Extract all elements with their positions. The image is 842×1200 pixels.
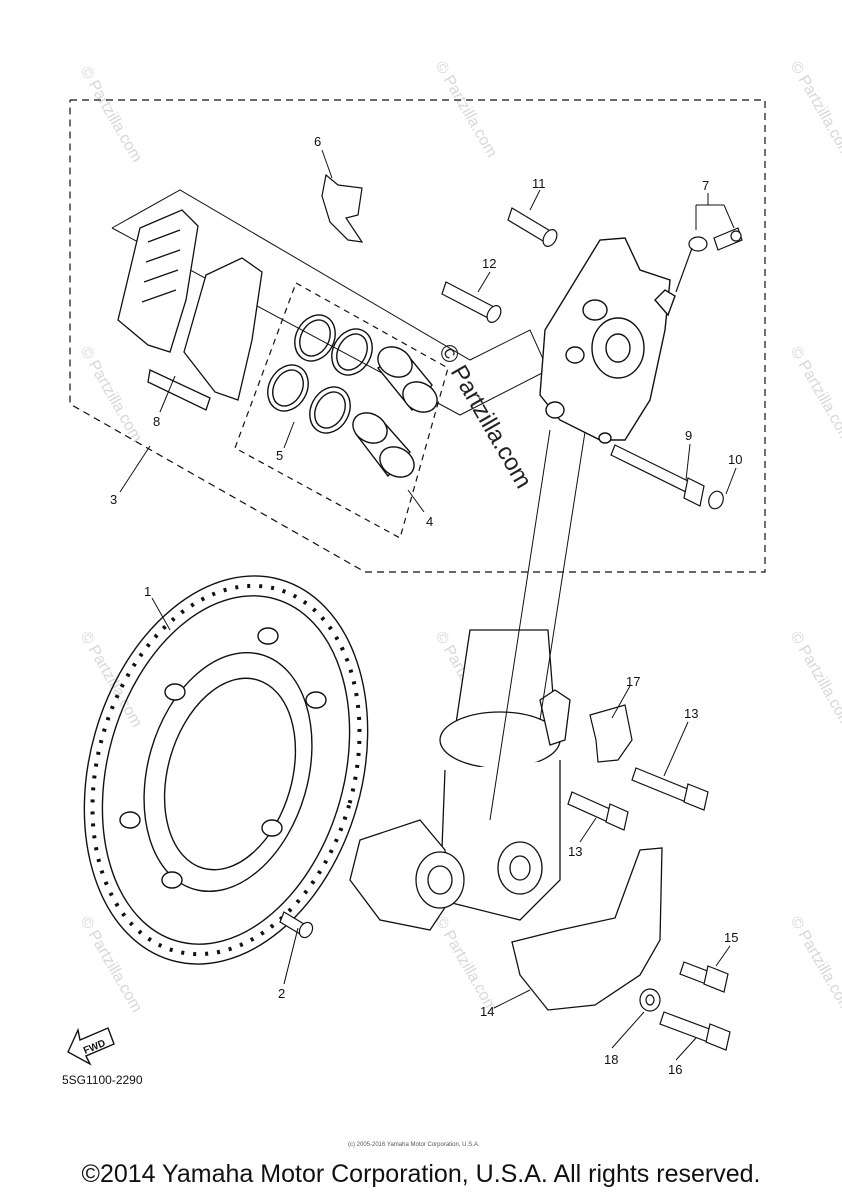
fork-leg <box>349 629 571 931</box>
part-label-7: 7 <box>702 178 709 193</box>
pad-spring <box>321 173 364 243</box>
brake-disc <box>83 575 369 965</box>
watermark: © Partzilla.com <box>787 629 842 731</box>
part-label-4: 4 <box>426 514 433 529</box>
part-label-14: 14 <box>480 1004 494 1019</box>
brake-caliper <box>539 237 676 444</box>
watermark: © Partzilla.com <box>77 629 146 731</box>
watermark: © Partzilla.com <box>787 914 842 1016</box>
seal-kit-outline <box>234 282 449 539</box>
part-label-3: 3 <box>110 492 117 507</box>
bracket-bolts <box>567 767 731 1051</box>
brake-pads <box>117 209 263 411</box>
part-label-15: 15 <box>724 930 738 945</box>
washer <box>639 988 661 1012</box>
part-label-18: 18 <box>604 1052 618 1067</box>
part-label-13-lower: 13 <box>568 844 582 859</box>
part-label-2: 2 <box>278 986 285 1001</box>
watermark: © Partzilla.com <box>787 59 842 161</box>
part-label-1: 1 <box>144 584 151 599</box>
pistons <box>352 346 438 478</box>
pin-bolt <box>610 444 724 510</box>
part-label-11: 11 <box>532 176 546 191</box>
leader-lines <box>119 149 737 1061</box>
part-labels: 1 2 3 4 5 6 7 8 9 10 11 12 13 13 14 15 1… <box>110 134 742 1077</box>
bleed-screw <box>675 227 743 293</box>
part-label-13-upper: 13 <box>684 706 698 721</box>
piston-seals <box>267 314 373 434</box>
watermark: © Partzilla.com <box>787 344 842 446</box>
fwd-arrow-icon: FWD <box>67 1027 115 1066</box>
watermark: © Partzilla.com <box>432 59 501 161</box>
pad-kit-plate <box>111 189 549 416</box>
part-label-8: 8 <box>153 414 160 429</box>
part-label-9: 9 <box>685 428 692 443</box>
watermark: © Partzilla.com <box>77 64 146 166</box>
disc-guard <box>511 847 663 1011</box>
assembly-outline <box>69 99 766 573</box>
part-label-12: 12 <box>482 256 496 271</box>
fine-print: (c) 2005-2016 Yamaha Motor Corporation, … <box>348 1142 480 1148</box>
watermark: © Partzilla.com <box>77 344 146 446</box>
diagram-code: 5SG1100-2290 <box>62 1073 143 1087</box>
caliper-bracket <box>589 704 633 763</box>
part-label-6: 6 <box>314 134 321 149</box>
pad-pins <box>441 207 558 323</box>
center-watermark: © Partzilla.com <box>433 340 537 494</box>
watermark: © Partzilla.com <box>432 914 501 1016</box>
part-label-10: 10 <box>728 452 742 467</box>
part-label-5: 5 <box>276 448 283 463</box>
watermark: © Partzilla.com <box>77 914 146 1016</box>
part-label-17: 17 <box>626 674 640 689</box>
part-label-16: 16 <box>668 1062 682 1077</box>
copyright-notice: ©2014 Yamaha Motor Corporation, U.S.A. A… <box>81 1160 761 1188</box>
